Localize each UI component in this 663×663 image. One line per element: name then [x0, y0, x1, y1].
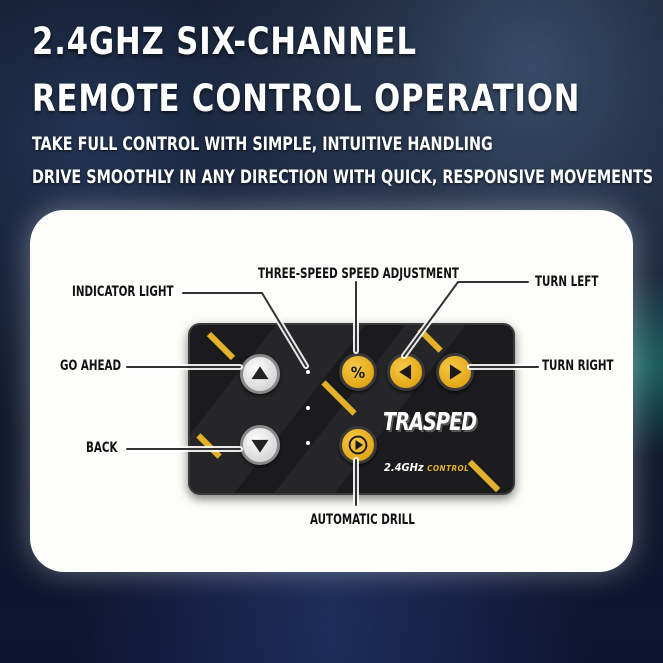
label-go-ahead: GO AHEAD: [60, 358, 122, 374]
percent-icon: %: [350, 362, 366, 382]
label-speed-adjustment: THREE-SPEED SPEED ADJUSTMENT: [258, 266, 459, 282]
indicator-light: [306, 441, 310, 445]
go-ahead-button[interactable]: [240, 354, 280, 394]
label-back: BACK: [86, 440, 118, 456]
indicator-light: [306, 406, 310, 410]
label-turn-right: TURN RIGHT: [542, 358, 614, 374]
subheadline-2: DRIVE SMOOTHLY IN ANY DIRECTION WITH QUI…: [32, 166, 654, 188]
triangle-left-icon: [399, 364, 412, 380]
frequency-label: 2.4GHz CONTROL: [384, 461, 469, 474]
speed-adjust-button[interactable]: %: [339, 353, 377, 391]
automatic-drill-button[interactable]: [339, 426, 377, 464]
brand-logo: TRASPED: [383, 407, 477, 436]
turn-right-button[interactable]: [436, 353, 474, 391]
back-button[interactable]: [240, 425, 280, 465]
headline-line-1: 2.4GHZ SIX-CHANNEL: [32, 20, 417, 63]
control-text: CONTROL: [427, 464, 470, 473]
label-turn-left: TURN LEFT: [535, 274, 599, 290]
label-automatic-drill: AUTOMATIC DRILL: [310, 512, 415, 528]
accent-stripe: [206, 331, 236, 361]
auto-play-icon: [348, 435, 368, 455]
indicator-light: [306, 370, 310, 374]
arrow-down-icon: [251, 439, 269, 453]
arrow-up-icon: [251, 366, 269, 380]
triangle-right-icon: [449, 364, 462, 380]
remote-control: % TRASPED 2.4GHz CONTROL: [188, 323, 515, 495]
subheadline-1: TAKE FULL CONTROL WITH SIMPLE, INTUITIVE…: [32, 133, 493, 155]
frequency-text: 2.4GHz: [384, 461, 424, 474]
accent-stripe: [467, 459, 501, 493]
headline-line-2: REMOTE CONTROL OPERATION: [32, 77, 581, 120]
turn-left-button[interactable]: [387, 353, 425, 391]
label-indicator-light: INDICATOR LIGHT: [72, 284, 174, 300]
